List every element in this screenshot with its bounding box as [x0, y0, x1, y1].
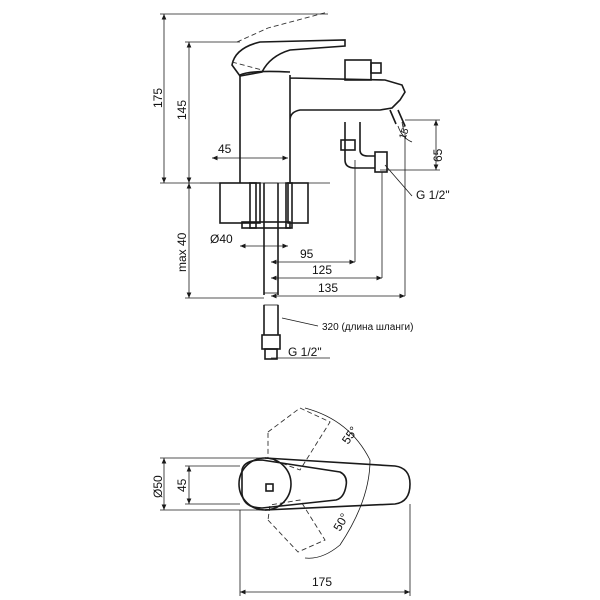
dim-175-side: 175 [151, 88, 165, 108]
top-view: Ø50 45 55° 50° 175 [151, 407, 411, 596]
dim-125: 125 [312, 263, 332, 277]
dim-d50: Ø50 [151, 475, 165, 498]
dim-45-top: 45 [175, 478, 189, 492]
hose [241, 182, 293, 360]
dim-45-side: 45 [218, 142, 232, 156]
counter-section [200, 182, 330, 224]
dim-95: 95 [300, 247, 314, 261]
dimension-lines [161, 14, 439, 359]
dim-d40: Ø40 [210, 232, 233, 246]
dim-hose-length: 320 (длина шланги) [322, 322, 413, 333]
dim-angle-55: 55° [339, 424, 361, 447]
dim-thread-inlet: G 1/2" [288, 345, 322, 359]
side-view: 175 145 45 65 15° G 1/2" max 40 Ø40 95 1… [151, 11, 450, 360]
dim-thread-outlet: G 1/2" [416, 188, 450, 202]
dim-angle-15: 15° [397, 123, 413, 141]
dim-65: 65 [431, 148, 445, 162]
mixer-body [231, 11, 406, 183]
dim-max40: max 40 [175, 232, 189, 272]
dim-135: 135 [318, 281, 338, 295]
dim-175-top: 175 [312, 575, 332, 589]
dim-angle-50: 50° [330, 511, 351, 534]
dim-145: 145 [175, 100, 189, 120]
